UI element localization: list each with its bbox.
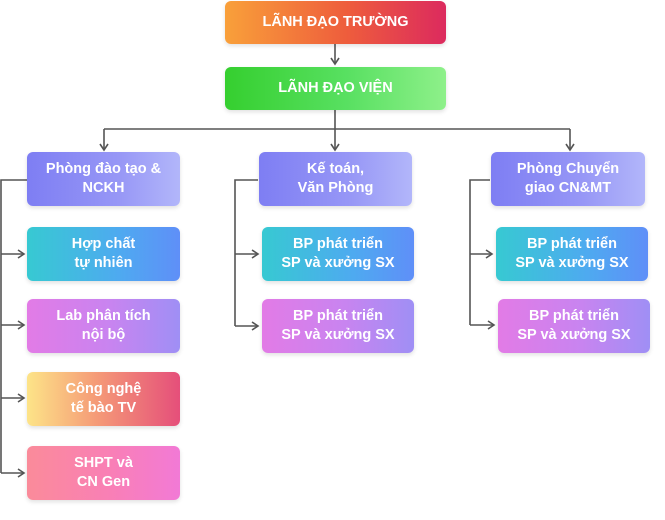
node-dept-training-research: Phòng đào tạo & NCKH	[27, 152, 180, 206]
node-institute-leadership: LÃNH ĐẠO VIỆN	[225, 67, 446, 110]
connector-institute-bus	[104, 110, 570, 130]
node-label: LÃNH ĐẠO TRƯỜNG	[262, 14, 409, 30]
node-label: Lab phân tích nội bộ	[56, 308, 151, 343]
node-natural-compounds: Hợp chất tự nhiên	[27, 227, 180, 281]
node-product-dev-1: BP phát triển SP và xưởng SX	[262, 227, 414, 281]
node-label: Công nghệ tế bào TV	[65, 381, 142, 416]
node-label: Phòng Chuyển giao CN&MT	[516, 161, 620, 196]
node-internal-lab: Lab phân tích nội bộ	[27, 299, 180, 353]
node-label: SHPT và CN Gen	[74, 455, 133, 490]
connector-dept-1-spine	[0, 179, 27, 473]
node-label: BP phát triển SP và xưởng SX	[515, 236, 629, 271]
node-molecular-gene-tech: SHPT và CN Gen	[27, 446, 180, 500]
node-product-dev-4: BP phát triển SP và xưởng SX	[498, 299, 650, 353]
node-dept-accounting-office: Kế toán, Văn Phòng	[259, 152, 412, 206]
node-dept-technology-transfer: Phòng Chuyển giao CN&MT	[491, 152, 645, 206]
node-truong-leadership: LÃNH ĐẠO TRƯỜNG	[225, 1, 446, 44]
node-label: LÃNH ĐẠO VIỆN	[278, 80, 393, 96]
connector-dept-2-spine	[234, 179, 258, 326]
connector-dept-3-spine	[469, 179, 490, 325]
node-label: Kế toán, Văn Phòng	[297, 161, 374, 196]
node-label: Phòng đào tạo & NCKH	[45, 161, 162, 196]
node-plant-cell-tech: Công nghệ tế bào TV	[27, 372, 180, 426]
node-label: BP phát triển SP và xưởng SX	[517, 308, 631, 343]
node-label: BP phát triển SP và xưởng SX	[281, 308, 395, 343]
node-product-dev-3: BP phát triển SP và xưởng SX	[496, 227, 648, 281]
node-label: Hợp chất tự nhiên	[71, 236, 136, 271]
node-product-dev-2: BP phát triển SP và xưởng SX	[262, 299, 414, 353]
node-label: BP phát triển SP và xưởng SX	[281, 236, 395, 271]
